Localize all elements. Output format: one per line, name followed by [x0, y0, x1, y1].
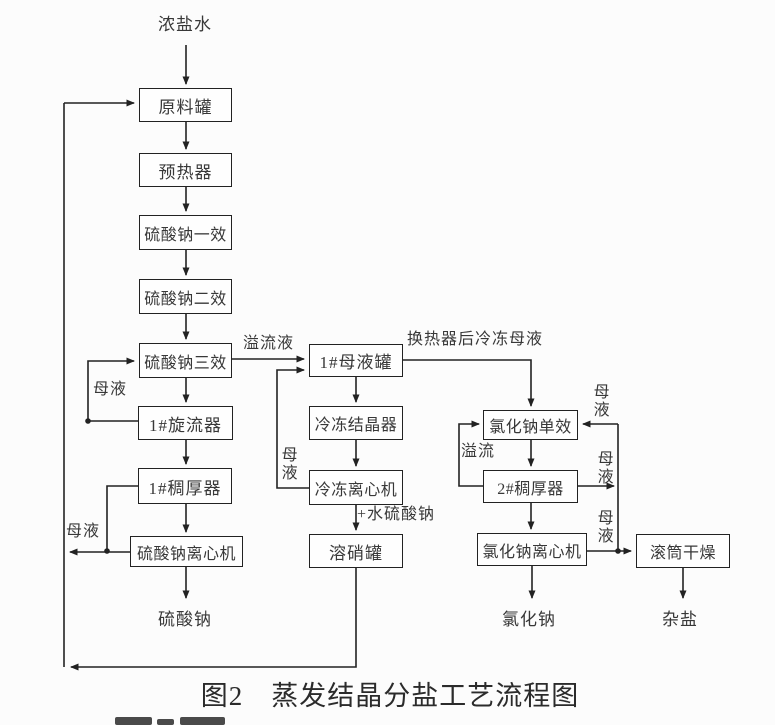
node-freeze-crystallizer: 冷冻结晶器: [309, 406, 403, 440]
label-after-heat-exchanger: 换热器后冷冻母液: [407, 331, 544, 348]
node-cyclone-1: 1#旋流器: [138, 406, 233, 440]
cropped-text-fragment: [180, 717, 225, 725]
node-nacl-single-effect: 氯化钠单效: [483, 410, 578, 440]
label-mother-liquor-cyclone-loop: 母液: [93, 381, 128, 398]
label-mother-liquor-freeze-loop: 母液: [278, 446, 296, 482]
sodium-chloride-output-label: 氯化钠: [502, 610, 556, 629]
node-na2so4-effect-1: 硫酸钠一效: [139, 215, 232, 250]
label-mother-liquor-right-3: 母液: [594, 509, 612, 545]
label-mother-liquor-right-1: 母液: [590, 383, 608, 419]
node-preheater: 预热器: [139, 153, 232, 187]
node-na2so4-effect-3: 硫酸钠三效: [139, 343, 232, 378]
label-overflow: 溢流: [461, 443, 496, 460]
node-drum-dryer: 滚筒干燥: [636, 534, 730, 568]
edge-mltank-to-nacleffect: [403, 359, 535, 407]
node-freeze-centrifuge: 冷冻离心机: [309, 470, 403, 505]
edge-thickener1-ml-drop: [106, 485, 138, 551]
label-overflow-liquid: 溢流液: [243, 335, 295, 352]
node-mother-liquor-tank-1: 1#母液罐: [309, 344, 403, 377]
junction-dots: [85, 418, 621, 554]
node-raw-material-tank: 原料罐: [139, 88, 232, 122]
edge-thickener2-overflow-loop: [458, 420, 483, 487]
figure-caption: 图2 蒸发结晶分盐工艺流程图: [200, 681, 580, 711]
node-na2so4-centrifuge: 硫酸钠离心机: [130, 536, 243, 567]
node-thickener-1: 1#稠厚器: [138, 468, 232, 504]
edge-freezecentrifuge-ml-loop: [276, 366, 309, 489]
misc-salt-output-label: 杂盐: [662, 610, 698, 629]
cropped-text-fragment: [157, 719, 174, 725]
sodium-sulfate-output-label: 硫酸钠: [158, 610, 212, 629]
cropped-text-fragment: [115, 717, 152, 725]
node-thickener-2: 2#稠厚器: [483, 470, 578, 503]
brine-input-label: 浓盐水: [158, 15, 212, 34]
label-mother-liquor-right-2: 母液: [594, 450, 612, 486]
edge-nitratetank-bottom-recycle: [70, 568, 357, 671]
node-nitrate-dissolving-tank: 溶硝罐: [309, 534, 403, 568]
label-mother-liquor-left-bottom: 母液: [66, 523, 101, 540]
edge-cyclone1-ml-loop: [87, 357, 138, 422]
label-hydrated-sodium-sulfate: +水硫酸钠: [357, 506, 436, 523]
node-nacl-centrifuge: 氯化钠离心机: [477, 533, 587, 566]
node-na2so4-effect-2: 硫酸钠二效: [139, 279, 232, 314]
